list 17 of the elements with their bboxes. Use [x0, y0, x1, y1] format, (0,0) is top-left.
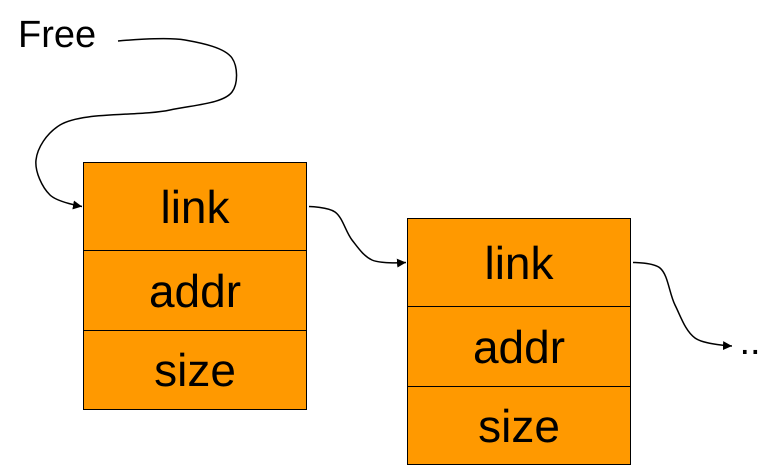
memory-cell — [83, 162, 307, 251]
arrow — [633, 262, 732, 350]
memory-cell — [83, 330, 307, 410]
arrow — [308, 206, 406, 268]
text-label: .. — [739, 320, 761, 364]
text-label: Free — [18, 14, 96, 56]
cell-text: addr — [148, 264, 242, 318]
memory-cell — [407, 306, 631, 387]
memory-cell — [407, 386, 631, 465]
memory-cell — [83, 250, 307, 331]
arrow — [35, 38, 238, 210]
cell-text: addr — [472, 320, 566, 374]
cell-text: link — [484, 236, 554, 290]
cell-text: size — [478, 398, 560, 452]
cell-text: link — [160, 180, 230, 234]
memory-cell — [407, 218, 631, 307]
cell-text: size — [154, 343, 236, 397]
